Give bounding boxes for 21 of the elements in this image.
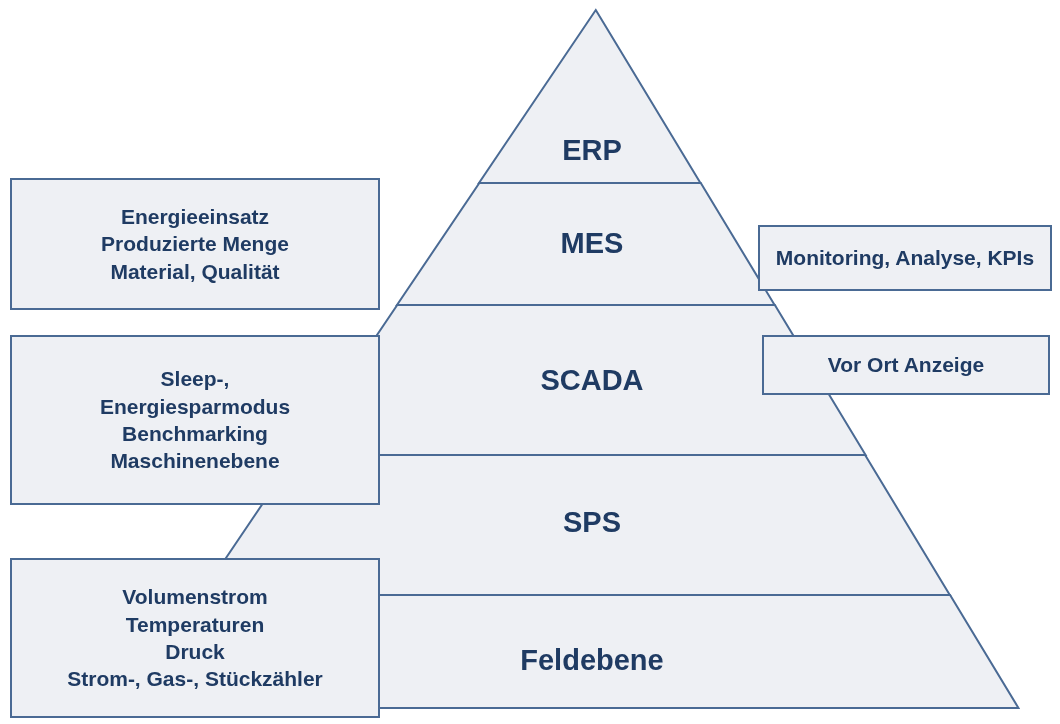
layer-label: SPS bbox=[563, 505, 621, 539]
info-box bbox=[10, 558, 380, 718]
box-text: Produzierte Menge bbox=[101, 231, 289, 258]
layer-label: Feldebene bbox=[520, 643, 664, 677]
box-text: Material, Qualität bbox=[110, 258, 280, 285]
box-text: Druck bbox=[165, 639, 225, 665]
layer-label: MES bbox=[560, 226, 624, 260]
box-text: Strom-, Gas-, Stückzähler bbox=[67, 666, 323, 693]
box-text: Vor Ort Anzeige bbox=[827, 352, 985, 379]
box-text: Sleep-, Energiesparmodus bbox=[98, 366, 292, 420]
layer-label: ERP bbox=[562, 133, 622, 167]
box-text: Monitoring, Analyse, KPIs bbox=[775, 245, 1035, 272]
layer-label: SCADA bbox=[540, 363, 644, 397]
box-text: Benchmarking Maschinenebene bbox=[109, 421, 281, 475]
info-box bbox=[10, 335, 380, 505]
box-text: Volumenstrom bbox=[122, 584, 268, 611]
info-box bbox=[762, 335, 1050, 395]
info-box bbox=[758, 225, 1052, 291]
info-box bbox=[10, 178, 380, 310]
box-text: Temperaturen bbox=[125, 611, 265, 638]
box-text: Energieeinsatz bbox=[120, 204, 270, 231]
